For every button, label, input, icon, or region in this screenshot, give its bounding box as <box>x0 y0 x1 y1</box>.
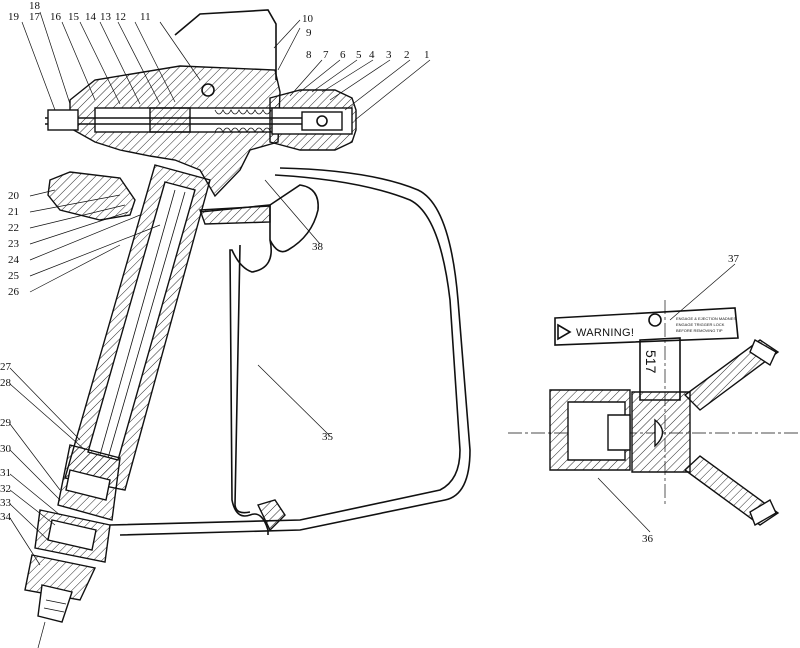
part-label-20: 20 <box>8 190 20 202</box>
warning-text: WARNING! <box>576 327 634 339</box>
part-label-22: 22 <box>8 222 19 234</box>
part-label-15: 15 <box>68 11 80 23</box>
trigger-guard <box>109 167 471 536</box>
part-label-31: 31 <box>0 467 11 479</box>
grip-handle <box>24 164 211 648</box>
part-label-29: 29 <box>0 417 12 429</box>
part-label-5: 5 <box>356 49 362 61</box>
part-label-32: 32 <box>0 483 11 495</box>
part-label-16: 16 <box>50 11 62 23</box>
part-label-9: 9 <box>306 27 312 39</box>
part-label-28: 28 <box>0 377 12 389</box>
warning-line-3: BEFORE REMOVING TIP <box>676 328 723 333</box>
part-labels: 1 2 3 4 5 6 7 8 9 10 11 12 13 14 15 16 1… <box>0 0 740 545</box>
part-label-27: 27 <box>0 361 12 373</box>
part-label-21: 21 <box>8 206 19 218</box>
part-label-7: 7 <box>323 49 329 61</box>
part-label-4: 4 <box>369 49 375 61</box>
part-label-38: 38 <box>312 241 324 253</box>
part-label-18: 18 <box>29 0 41 12</box>
part-label-13: 13 <box>100 11 112 23</box>
part-label-37: 37 <box>728 253 740 265</box>
part-label-10: 10 <box>302 13 314 25</box>
tip-guard-assembly: WARNING! ENGAGE & EJECTION MADNES ENGAGE… <box>508 300 800 527</box>
part-label-24: 24 <box>8 254 20 266</box>
part-label-26: 26 <box>8 286 20 298</box>
part-label-35: 35 <box>322 431 334 443</box>
gun-body <box>45 9 357 198</box>
part-label-19: 19 <box>8 11 20 23</box>
part-label-1: 1 <box>424 49 430 61</box>
warning-line-2: ENGAGE TRIGGER LOCK <box>676 322 725 327</box>
part-label-34: 34 <box>0 511 12 523</box>
part-label-11: 11 <box>140 11 151 23</box>
warning-line-1: ENGAGE & EJECTION MADNES <box>676 316 736 321</box>
part-label-14: 14 <box>85 11 97 23</box>
part-label-17: 17 <box>29 11 41 23</box>
part-label-3: 3 <box>386 49 392 61</box>
tip-number: 517 <box>643 350 659 374</box>
part-label-8: 8 <box>306 49 312 61</box>
part-label-6: 6 <box>340 49 346 61</box>
part-label-33: 33 <box>0 497 12 509</box>
part-label-30: 30 <box>0 443 12 455</box>
part-label-25: 25 <box>8 270 20 282</box>
leader-lines <box>9 11 736 566</box>
part-label-23: 23 <box>8 238 20 250</box>
part-label-36: 36 <box>642 533 654 545</box>
part-label-12: 12 <box>115 11 126 23</box>
part-label-2: 2 <box>404 49 410 61</box>
